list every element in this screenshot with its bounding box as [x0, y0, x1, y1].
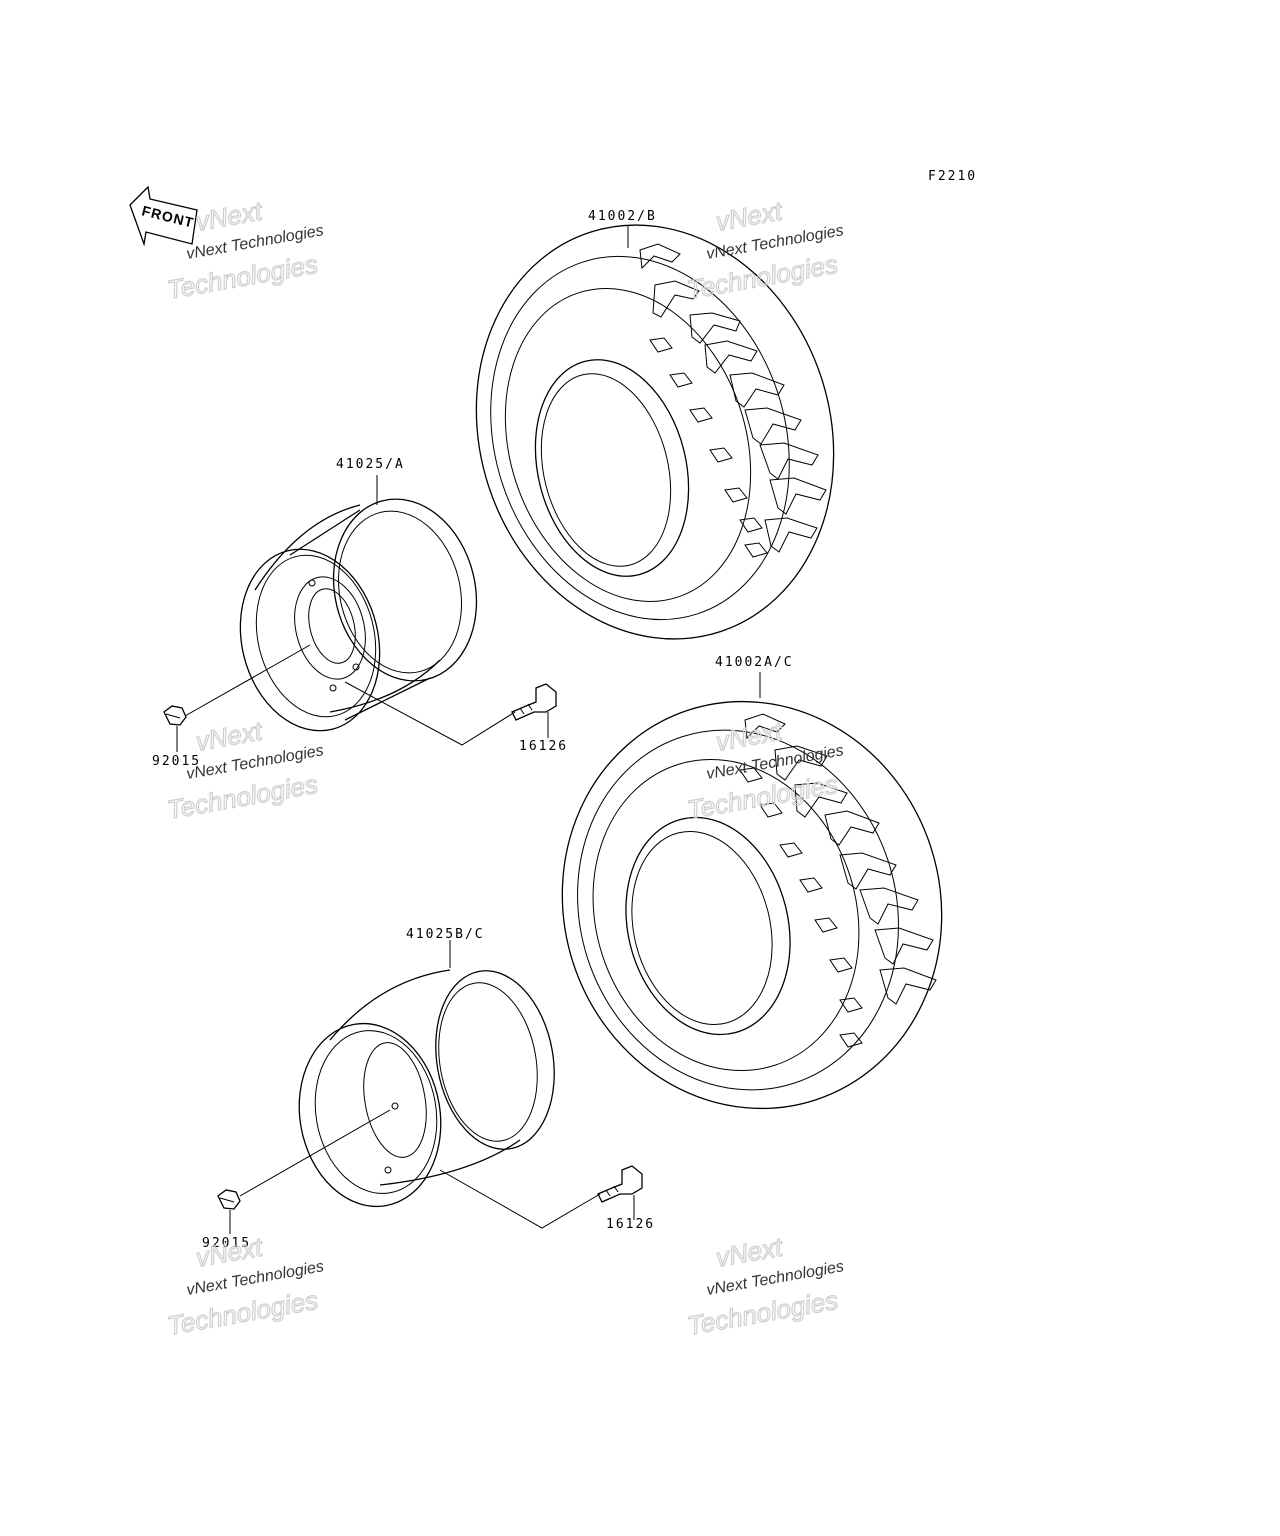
tire-rear [475, 224, 835, 640]
svg-text:vNext: vNext [713, 195, 785, 236]
valve-lower-icon [597, 1165, 643, 1203]
tire-front [561, 700, 943, 1110]
nut-lower-icon [217, 1189, 241, 1210]
label-valve-lower: 16126 [606, 1217, 655, 1232]
svg-text:vNext: vNext [714, 1231, 786, 1272]
watermark: vNext vNext Technologies Technologies [164, 195, 325, 306]
watermark: vNext vNext Technologies Technologies [684, 195, 845, 306]
label-wheel-lower: 41025B/C [406, 927, 485, 942]
svg-text:vNext: vNext [193, 195, 265, 236]
label-nut-lower: 92015 [202, 1236, 251, 1251]
front-label: FRONT [140, 202, 196, 230]
front-arrow-icon: FRONT [129, 185, 198, 247]
figure-code: F2210 [928, 169, 977, 184]
wheel-upper [239, 498, 478, 732]
label-tire-rear: 41002/B [588, 209, 657, 224]
label-valve-upper: 16126 [519, 739, 568, 754]
watermark: vNext vNext Technologies Technologies [684, 715, 845, 826]
label-tire-front: 41002A/C [715, 655, 794, 670]
svg-text:vNext: vNext [193, 715, 265, 756]
label-nut-upper: 92015 [152, 754, 201, 769]
nut-upper-icon [163, 705, 187, 726]
valve-upper-icon [511, 683, 557, 721]
wheel-lower [298, 969, 555, 1208]
watermark: vNext vNext Technologies Technologies [684, 1231, 845, 1342]
label-wheel-upper: 41025/A [336, 457, 405, 472]
watermark: vNext vNext Technologies Technologies [164, 1231, 325, 1342]
